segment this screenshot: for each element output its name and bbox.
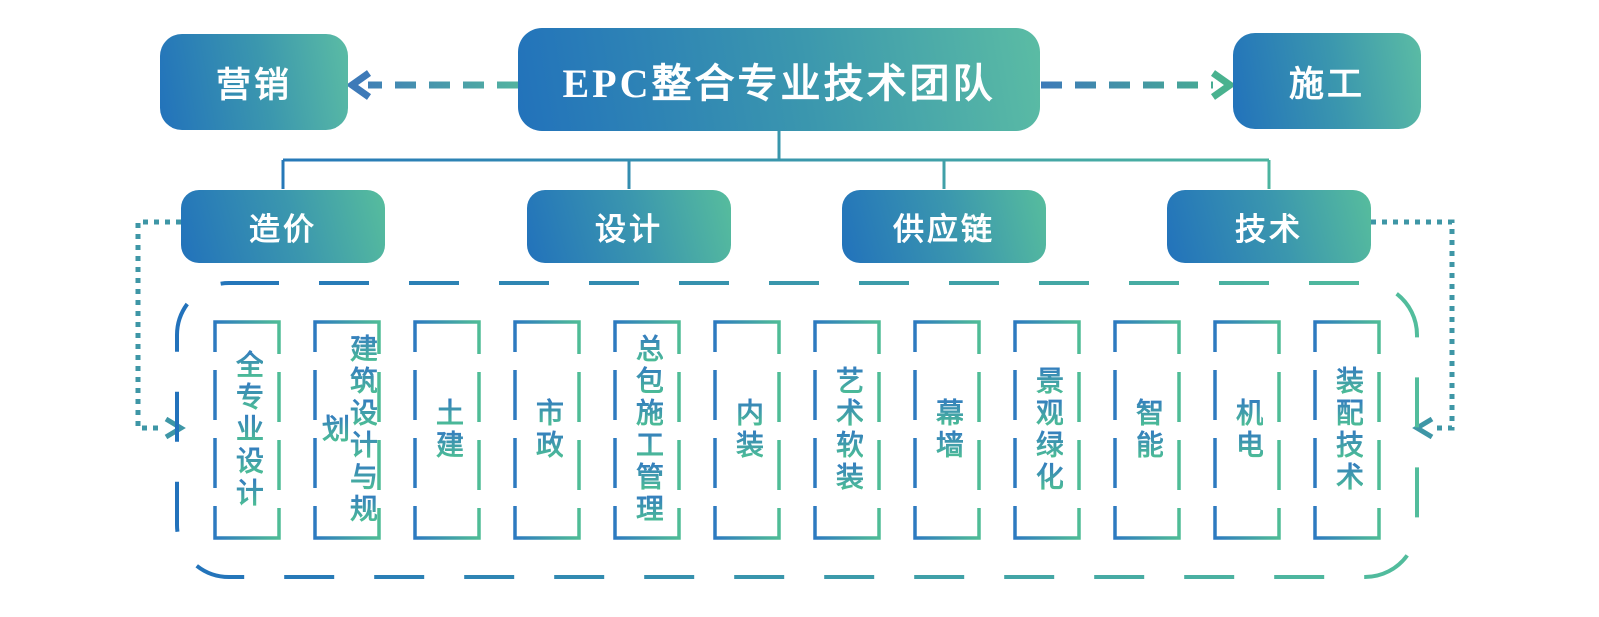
construction-node: 施工 <box>1233 33 1421 129</box>
dotted-connector-left-head-icon <box>164 416 186 440</box>
dept-node-cost: 造价 <box>181 190 385 263</box>
dept-node-design: 设计 <box>527 190 731 263</box>
specialty-label: 全专业设计 <box>232 350 263 510</box>
construction-label: 施工 <box>1288 64 1365 104</box>
specialty-label: 景观绿化 <box>1032 366 1063 494</box>
tree-connector-line <box>281 131 1271 189</box>
dotted-connector-left <box>135 219 181 431</box>
specialty-label: 土建 <box>432 398 463 462</box>
dept-node-technology: 技术 <box>1167 190 1371 263</box>
specialty-box: 土建 <box>415 322 479 538</box>
specialty-box: 市政 <box>515 322 579 538</box>
dept-label: 设计 <box>595 212 663 247</box>
specialty-label: 装配技术 <box>1332 366 1363 494</box>
marketing-label: 营销 <box>215 65 292 105</box>
specialty-label: 机电 <box>1232 398 1263 462</box>
specialty-box: 建筑设计与规划 <box>315 322 379 538</box>
specialty-label: 总包施工管理 <box>632 334 663 526</box>
specialty-box: 总包施工管理 <box>615 322 679 538</box>
dept-node-supply-chain: 供应链 <box>842 190 1046 263</box>
specialty-box-border <box>1113 320 1181 540</box>
specialty-box: 艺术软装 <box>815 322 879 538</box>
specialty-box-border <box>913 320 981 540</box>
specialty-label: 艺术软装 <box>832 366 863 494</box>
dept-label: 技术 <box>1235 212 1303 247</box>
specialty-box-border <box>1213 320 1281 540</box>
specialty-box: 景观绿化 <box>1015 322 1079 538</box>
dotted-connector-right <box>1371 219 1455 431</box>
specialty-box: 全专业设计 <box>215 322 279 538</box>
dept-label: 供应链 <box>893 212 995 247</box>
specialty-box-border <box>613 320 681 540</box>
specialty-label: 内装 <box>732 398 763 462</box>
dept-label: 造价 <box>249 212 317 247</box>
specialty-label: 市政 <box>532 398 563 462</box>
specialty-box: 装配技术 <box>1315 322 1379 538</box>
specialty-label: 建筑设计与规划 <box>318 334 377 526</box>
specialty-box: 智能 <box>1115 322 1179 538</box>
specialty-box-border <box>413 320 481 540</box>
specialty-box-border <box>1313 320 1381 540</box>
marketing-node: 营销 <box>160 34 348 130</box>
root-node: EPC整合专业技术团队 <box>518 28 1040 131</box>
specialty-box-border <box>713 320 781 540</box>
root-label: EPC整合专业技术团队 <box>562 60 996 106</box>
specialty-box: 机电 <box>1215 322 1279 538</box>
specialty-box: 幕墙 <box>915 322 979 538</box>
specialty-box-border <box>1013 320 1081 540</box>
specialty-box: 内装 <box>715 322 779 538</box>
specialty-box-border <box>213 320 281 540</box>
specialty-box-border <box>513 320 581 540</box>
specialties-container-border <box>175 281 1419 579</box>
specialty-label: 幕墙 <box>932 398 963 462</box>
dashed-arrow-right-head-icon <box>1210 70 1237 100</box>
specialty-label: 智能 <box>1132 398 1163 462</box>
dotted-connector-right-head-icon <box>1412 416 1434 440</box>
specialty-box-border <box>813 320 881 540</box>
dashed-arrow-left-head-icon <box>345 70 372 100</box>
specialty-box-border <box>313 320 381 540</box>
